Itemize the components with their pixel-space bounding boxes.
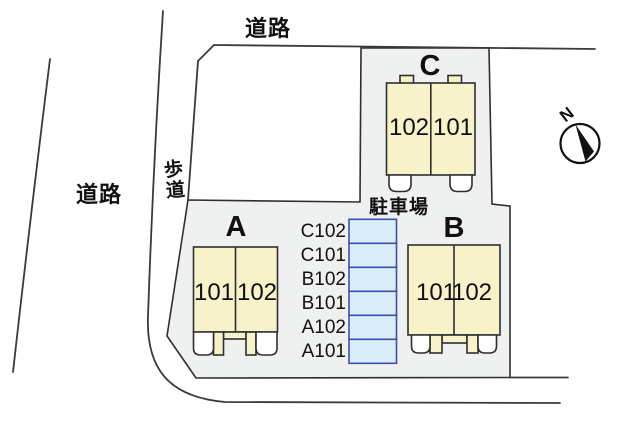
building-b-porch	[477, 334, 498, 354]
stall-label-b102: B102	[301, 269, 346, 290]
parking-stall-c101	[348, 242, 398, 269]
building-a-unit-101: 101	[193, 279, 235, 306]
compass-needle-icon	[575, 124, 594, 162]
building-b-entry-wall	[429, 334, 443, 354]
parking-stall-a102	[348, 314, 398, 341]
building-b-entry-wall	[466, 334, 479, 354]
left-road-line	[12, 58, 51, 373]
building-b-porch	[410, 334, 431, 354]
parking-stall-b102	[348, 266, 398, 293]
parking-stall-b101	[348, 290, 398, 317]
building-a-porch	[255, 331, 278, 356]
building-b-unit-101: 101	[415, 279, 457, 306]
building-c	[385, 74, 476, 193]
building-b	[407, 244, 501, 354]
building-c-label: C	[419, 50, 441, 82]
upper-parcel-boundary	[187, 44, 215, 201]
stall-label-a102: A102	[301, 317, 346, 338]
stall-label-c101: C101	[300, 245, 346, 266]
building-a	[192, 246, 279, 356]
building-c-unit-101: 101	[432, 114, 474, 141]
parking-stall-c102	[348, 218, 398, 245]
building-a-porch	[192, 331, 215, 356]
stall-label-c102: C102	[300, 221, 346, 242]
top-road-line	[213, 44, 596, 50]
sidewalk-label: 歩道	[160, 158, 185, 202]
building-c-porch	[449, 174, 473, 193]
building-a-entry-wall	[245, 331, 257, 356]
stall-label-b101: B101	[301, 293, 346, 314]
building-b-label: B	[443, 212, 465, 244]
building-a-entry-step	[222, 331, 247, 340]
building-b-unit-102: 102	[451, 279, 493, 306]
building-a-unit-102: 102	[236, 279, 278, 306]
compass	[559, 122, 601, 165]
parking-stalls	[348, 218, 398, 365]
parking-area-label: 駐車場	[369, 197, 430, 218]
compass-circle	[559, 122, 601, 165]
building-a-label: A	[225, 211, 247, 243]
stall-label-a101: A101	[301, 341, 346, 362]
road-top-label: 道路	[245, 16, 292, 41]
building-c-unit-102: 102	[388, 114, 430, 141]
sidewalk-line	[147, 10, 561, 404]
building-c-porch	[388, 174, 412, 193]
building-a-entry-wall	[212, 331, 225, 356]
road-left-label: 道路	[76, 182, 123, 207]
building-b-entry-step	[441, 334, 468, 344]
parking-stall-a101	[348, 338, 398, 365]
